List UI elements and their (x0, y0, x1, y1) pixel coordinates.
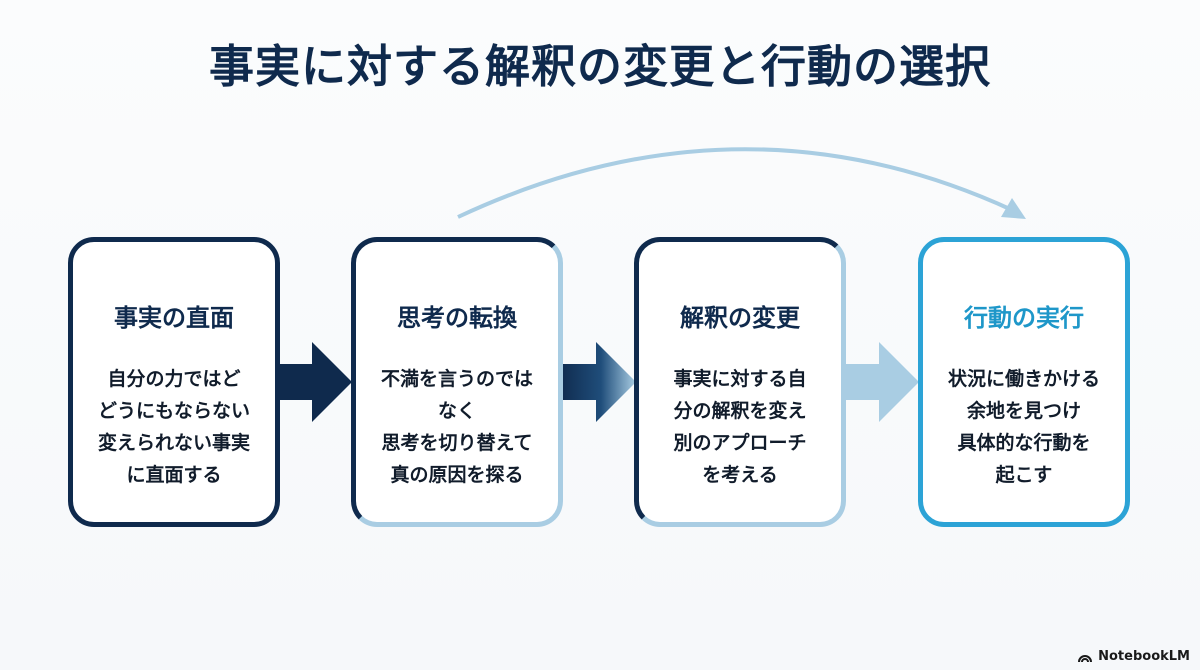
step-card-1: 事実の直面 自分の力ではど どうにもならない 変えられない事実 に直面する (68, 237, 280, 527)
step-heading: 思考の転換 (397, 304, 517, 332)
page-title: 事実に対する解釈の変更と行動の選択 (208, 40, 991, 93)
step-description: 状況に働きかける 余地を見つけ 具体的な行動を 起こす (947, 368, 1100, 486)
arrow-2 (558, 342, 636, 422)
notebooklm-logo-icon (1078, 654, 1093, 662)
step-card-2: 思考の転換 不満を言うのでは なく 思考を切り替えて 真の原因を探る (351, 237, 563, 527)
step-heading: 行動の実行 (964, 304, 1084, 332)
curved-arrow-head (1001, 198, 1026, 219)
step-card-3: 解釈の変更 事実に対する自 分の解釈を変え 別のアプローチ を考える (634, 237, 846, 527)
arrow-3 (842, 342, 919, 422)
arrow-1 (276, 342, 352, 422)
brand-label: NotebookLM (1098, 649, 1190, 664)
step-description: 不満を言うのでは なく 思考を切り替えて 真の原因を探る (380, 368, 533, 486)
step-card-4: 行動の実行 状況に働きかける 余地を見つけ 具体的な行動を 起こす (918, 237, 1130, 527)
notebooklm-badge: NotebookLM (1077, 649, 1190, 664)
curved-arrow (457, 147, 1013, 219)
step-heading: 解釈の変更 (680, 304, 800, 332)
step-heading: 事実の直面 (114, 304, 234, 332)
step-description: 自分の力ではど どうにもならない 変えられない事実 に直面する (97, 368, 250, 486)
step-description: 事実に対する自 分の解釈を変え 別のアプローチ を考える (673, 368, 807, 486)
